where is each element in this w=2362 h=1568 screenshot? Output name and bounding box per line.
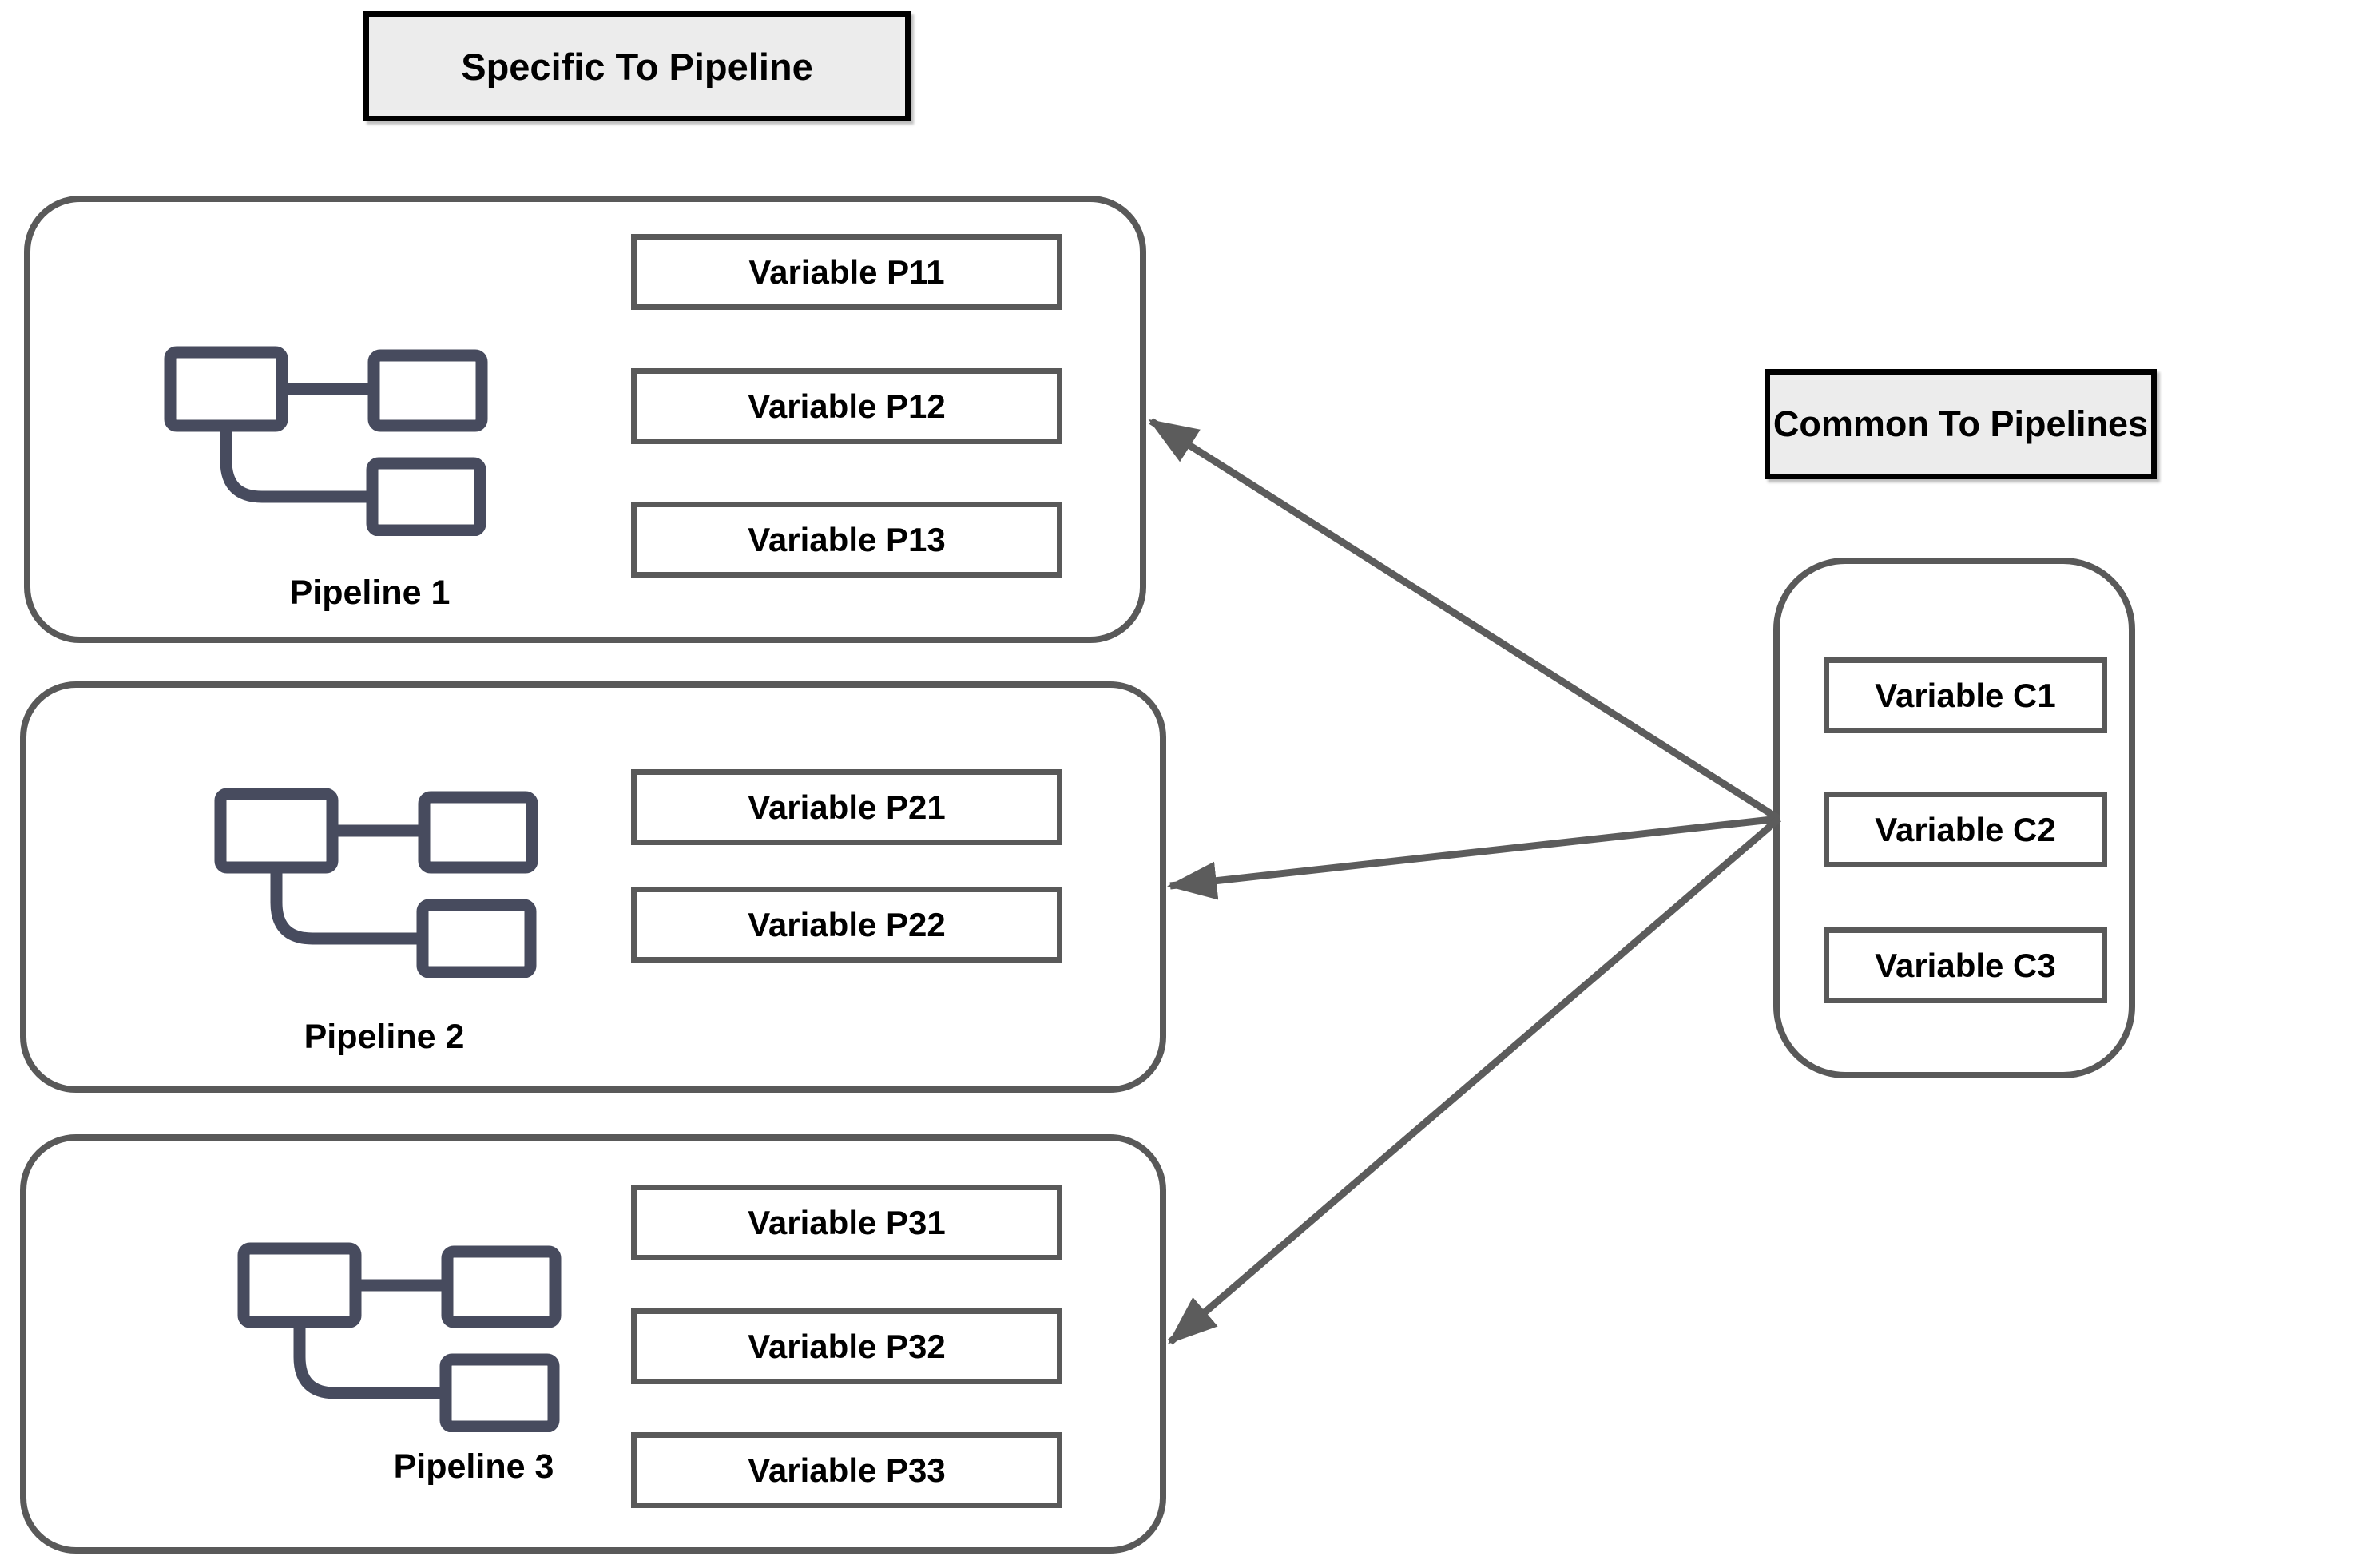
common-variables-container: Variable C1 Variable C2 Variable C3 xyxy=(1773,558,2135,1078)
variable-box-c2: Variable C2 xyxy=(1824,792,2107,867)
arrow-common-to-pipeline-3 xyxy=(1167,816,1781,1345)
variable-box-p13: Variable P13 xyxy=(631,502,1062,578)
variable-box-p32: Variable P32 xyxy=(631,1308,1062,1384)
variable-box-p21: Variable P21 xyxy=(631,769,1062,845)
variable-box-c3: Variable C3 xyxy=(1824,927,2107,1003)
pipeline-3-label: Pipeline 3 xyxy=(393,1447,554,1486)
pipeline-2-label: Pipeline 2 xyxy=(304,1018,465,1056)
variable-box-p22: Variable P22 xyxy=(631,887,1062,963)
common-title-label: Common To Pipelines xyxy=(1772,403,2149,444)
common-title-box: Common To Pipelines xyxy=(1765,369,2157,479)
variable-box-c1: Variable C1 xyxy=(1824,657,2107,733)
arrow-common-to-pipeline-1 xyxy=(1148,418,1781,822)
variable-box-p12: Variable P12 xyxy=(631,368,1062,444)
pipeline-1-container: Pipeline 1 Variable P11 Variable P12 Var… xyxy=(24,196,1146,643)
variable-box-p11: Variable P11 xyxy=(631,234,1062,310)
pipeline-2-container: Pipeline 2 Variable P21 Variable P22 xyxy=(20,681,1166,1093)
variable-box-p33: Variable P33 xyxy=(631,1432,1062,1508)
pipeline-3-container: Pipeline 3 Variable P31 Variable P32 Var… xyxy=(20,1134,1166,1554)
pipeline-flowchart-icon xyxy=(237,1242,562,1432)
pipeline-1-label: Pipeline 1 xyxy=(289,574,451,612)
variable-box-p31: Variable P31 xyxy=(631,1185,1062,1260)
pipeline-flowchart-icon xyxy=(164,346,488,536)
specific-title-box: Specific To Pipeline xyxy=(363,11,911,121)
pipeline-flowchart-icon xyxy=(214,788,538,978)
arrow-common-to-pipeline-2 xyxy=(1167,815,1780,900)
specific-title-label: Specific To Pipeline xyxy=(461,45,813,88)
